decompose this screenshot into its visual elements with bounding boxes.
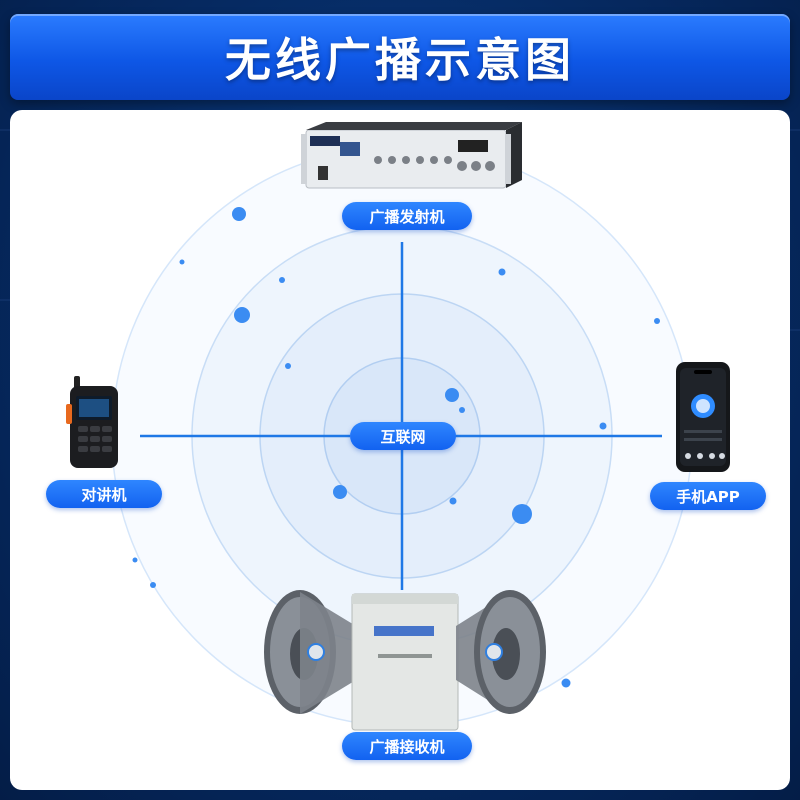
left-horn-speaker: [264, 590, 356, 714]
mobile-phone-device: [672, 360, 736, 474]
node-label-receiver: 广播接收机: [342, 732, 472, 760]
center-label-internet: 互联网: [350, 422, 456, 450]
broadcast-transmitter-device: [298, 122, 528, 198]
node-label-transmitter: 广播发射机: [342, 202, 472, 230]
walkie-talkie-device: [62, 374, 126, 470]
right-horn-speaker: [456, 590, 546, 714]
title-bar: 无线广播示意图: [10, 14, 790, 100]
node-label-mobile-app: 手机APP: [650, 482, 766, 510]
diagram-panel: 广播发射机 对讲机 手机APP 互联: [10, 110, 790, 790]
page-title: 无线广播示意图: [225, 24, 575, 90]
broadcast-receiver-device: [260, 584, 550, 734]
node-label-walkie-talkie: 对讲机: [46, 480, 162, 508]
